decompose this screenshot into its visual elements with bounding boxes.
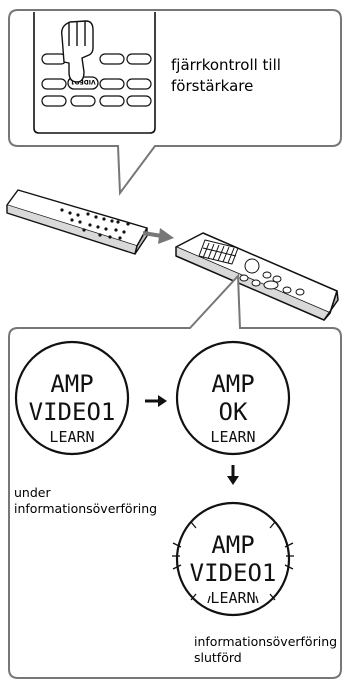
transfer-arrow-icon [142, 228, 174, 244]
display1-line1: AMP [50, 370, 93, 398]
display2-line3: LEARN [210, 428, 255, 446]
display3-line3: LEARN [210, 589, 255, 607]
flash-rays-icon [172, 521, 294, 604]
remote-caption-line1: fjärrkontroll till [171, 56, 281, 74]
remote-buttons [41, 53, 152, 107]
caption-under-line1: under [14, 485, 51, 500]
video1-button-label: VIDEO1 [70, 78, 95, 85]
pressing-finger-icon [60, 20, 94, 83]
caption-done-line1: informationsöverföring [194, 634, 337, 649]
display-learning: AMP VIDEO1 LEARN [14, 340, 130, 456]
bottom-callout-bubble [8, 273, 342, 679]
display3-line2: VIDEO1 [190, 559, 277, 587]
display-ok: AMP OK LEARN [175, 340, 291, 456]
amplifier-remote-icon [6, 189, 148, 255]
arrow-right-icon [145, 395, 167, 407]
display2-line1: AMP [211, 370, 254, 398]
learning-remote-icon [175, 232, 339, 321]
display1-line3: LEARN [49, 428, 94, 446]
arrow-down-icon [227, 465, 239, 485]
remote-caption-line2: förstärkare [171, 77, 253, 95]
remote-zoom: VIDEO1 [33, 12, 156, 134]
display3-line1: AMP [211, 531, 254, 559]
display2-line2: OK [219, 398, 248, 426]
display1-line2: VIDEO1 [29, 398, 116, 426]
caption-under-line2: informationsöverföring [14, 501, 157, 516]
caption-done-line2: slutförd [194, 650, 242, 665]
display-complete: AMP VIDEO1 LEARN [172, 501, 294, 617]
